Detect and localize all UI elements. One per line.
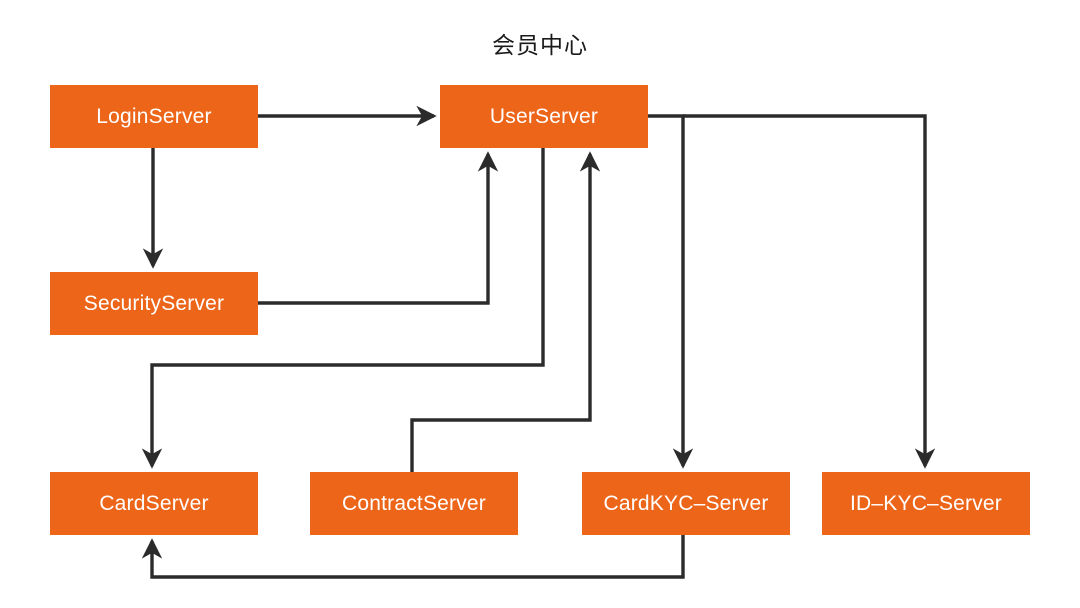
node-idkyc[interactable]: ID–KYC–Server bbox=[822, 472, 1030, 535]
edge-contract-to-user bbox=[410, 151, 601, 472]
edge-user-to-idkyc bbox=[683, 114, 936, 469]
node-card[interactable]: CardServer bbox=[50, 472, 258, 535]
edge-user-to-cardkyc bbox=[648, 114, 694, 469]
node-label: SecurityServer bbox=[83, 292, 225, 315]
node-label: UserServer bbox=[489, 105, 599, 128]
node-contract[interactable]: ContractServer bbox=[310, 472, 518, 535]
node-user[interactable]: UserServer bbox=[440, 85, 648, 148]
page-title: 会员中心 bbox=[492, 32, 588, 58]
node-label: ID–KYC–Server bbox=[850, 492, 1002, 515]
node-cardkyc[interactable]: CardKYC–Server bbox=[582, 472, 790, 535]
node-security[interactable]: SecurityServer bbox=[50, 272, 258, 335]
node-label: CardKYC–Server bbox=[603, 492, 769, 515]
node-login[interactable]: LoginServer bbox=[50, 85, 258, 148]
edge-security-to-user bbox=[258, 151, 499, 305]
node-label: ContractServer bbox=[341, 492, 487, 515]
node-label: CardServer bbox=[99, 492, 209, 515]
node-label: LoginServer bbox=[96, 105, 212, 128]
edge-cardkyc-to-card bbox=[141, 535, 685, 579]
